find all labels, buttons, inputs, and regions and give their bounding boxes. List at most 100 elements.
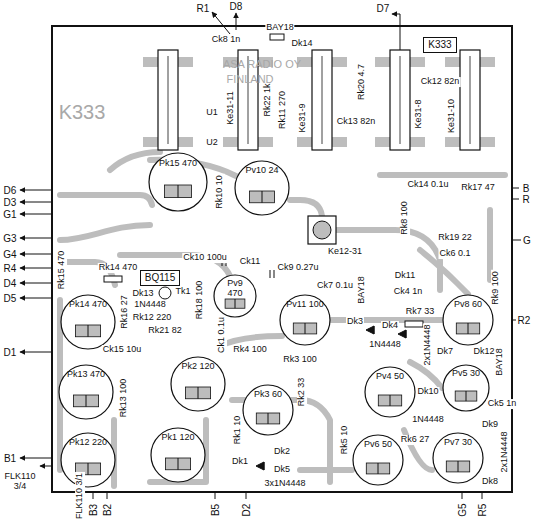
- leader-line: [107, 492, 108, 499]
- potentiometer-circle: [433, 433, 483, 483]
- component-label: Ck5 1n: [487, 399, 518, 409]
- leader-line: [512, 199, 519, 200]
- component-label: Dk8: [481, 477, 499, 487]
- leader-line: [212, 12, 230, 34]
- signal-name: R2: [517, 315, 532, 326]
- component-label: Pk3 60: [254, 390, 282, 400]
- leader-line: [392, 14, 400, 52]
- component-label: Rk18 100: [195, 280, 205, 321]
- leader-line: [482, 492, 483, 499]
- watermark: K333: [58, 101, 107, 123]
- potentiometer-wiper: [88, 325, 89, 337]
- component-label: BAY18: [357, 275, 367, 304]
- potentiometer-wiper: [178, 458, 179, 470]
- leader-line: [512, 240, 521, 241]
- component-label: Ke12-31: [327, 247, 363, 257]
- component-label: Ck4 1n: [393, 287, 424, 297]
- component-label: Rk11 270: [278, 90, 288, 130]
- part-box: K333: [423, 37, 456, 53]
- potentiometer-circle: [365, 367, 415, 417]
- trimmer-potentiometer: Pv11 100: [279, 294, 331, 346]
- resistor-symbol: [104, 276, 122, 282]
- leader-line: [20, 268, 52, 269]
- trimmer-potentiometer: Pk13 470: [58, 364, 114, 420]
- signal-name: G: [522, 235, 532, 246]
- component-label: Pk2 120: [181, 362, 214, 372]
- component-label: BAY18: [265, 23, 294, 33]
- potentiometer-body: [455, 391, 477, 401]
- signal-name: B: [522, 183, 531, 194]
- component-label: Ck10 100u: [182, 253, 228, 263]
- potentiometer-body: [446, 461, 469, 472]
- potentiometer-circle: [151, 428, 205, 482]
- component-label: Ck15 10u: [102, 345, 143, 355]
- trimmer-potentiometer: Pk2 120: [170, 356, 226, 412]
- signal-name: G5: [457, 502, 468, 517]
- component-label: Rk21 82: [147, 326, 183, 336]
- potentiometer-wiper: [86, 395, 87, 407]
- signal-name: D2: [241, 503, 252, 518]
- trimmer-potentiometer: Pv10 24: [234, 160, 290, 216]
- leader-line: [20, 214, 52, 215]
- potentiometer-body: [378, 395, 401, 406]
- signal-name: D3: [3, 197, 18, 208]
- copper-trace: [60, 225, 150, 240]
- potentiometer-circle: [243, 385, 293, 435]
- component-label: Ke31-11: [226, 90, 236, 125]
- component-label: Pv5 30: [452, 369, 480, 379]
- component-label: Pv6 50: [364, 440, 392, 450]
- component-label: Ck12 82n: [420, 77, 461, 87]
- signal-name: D6: [3, 185, 18, 196]
- component-label: Dk5: [273, 465, 291, 475]
- potentiometer-wiper: [198, 387, 199, 399]
- relay-body: [158, 50, 178, 150]
- board-outline: [52, 26, 512, 492]
- component-label: Rk17 47: [460, 183, 496, 193]
- potentiometer-body: [185, 387, 210, 399]
- component-label: Pk14 470: [69, 300, 107, 310]
- component-label: Ck14 0.1u: [406, 180, 449, 190]
- relay-contact: [470, 56, 471, 144]
- signal-name: B1: [3, 453, 17, 464]
- component-label: Pv8 60: [454, 300, 482, 310]
- leader-line: [20, 238, 52, 239]
- relay-contact: [322, 56, 323, 144]
- diode-symbol: [398, 330, 406, 338]
- trimmer-potentiometer: Pk12 220: [60, 432, 116, 488]
- component-label: 1N4448: [133, 300, 167, 310]
- signal-name: D5: [3, 293, 18, 304]
- signal-name: G3: [2, 233, 17, 244]
- part-box: BQ115: [140, 270, 180, 286]
- leader-line: [215, 492, 216, 499]
- component-label: Rk14 470: [98, 263, 139, 273]
- signal-name: D4: [3, 278, 18, 289]
- small-components: [104, 34, 423, 470]
- potentiometer-wiper: [468, 323, 469, 334]
- potentiometer-circle: [443, 365, 489, 411]
- component-label: Dk12: [472, 347, 495, 357]
- trimmer-potentiometer: Pv8 60: [442, 294, 494, 346]
- leader-lines: [20, 12, 521, 499]
- component-label: Rk7 33: [405, 307, 436, 317]
- relay-body: [460, 50, 480, 150]
- component-label: 2x1N4448: [423, 323, 433, 366]
- signal-name: G1: [2, 209, 17, 220]
- signal-name: G4: [2, 249, 17, 260]
- potentiometer-wiper: [268, 413, 269, 424]
- trimmer-potentiometer: Pv9 470: [213, 274, 257, 318]
- potentiometer-wiper: [262, 191, 263, 203]
- reed-relays: [143, 50, 495, 150]
- leader-line: [20, 298, 52, 299]
- copper-trace: [150, 420, 206, 482]
- leader-line: [512, 188, 519, 189]
- component-label: Dk11: [394, 271, 416, 281]
- potentiometer-body: [293, 323, 316, 334]
- component-label: Pk1 120: [161, 433, 194, 443]
- diode-symbol: [256, 462, 264, 470]
- potentiometer-wiper: [378, 463, 379, 474]
- component-label: Dk7: [436, 347, 454, 357]
- trimmer-potentiometer: Pv4 50: [364, 366, 416, 418]
- component-label: Rk15 470: [57, 250, 67, 291]
- component-label: 1N4448: [368, 340, 402, 350]
